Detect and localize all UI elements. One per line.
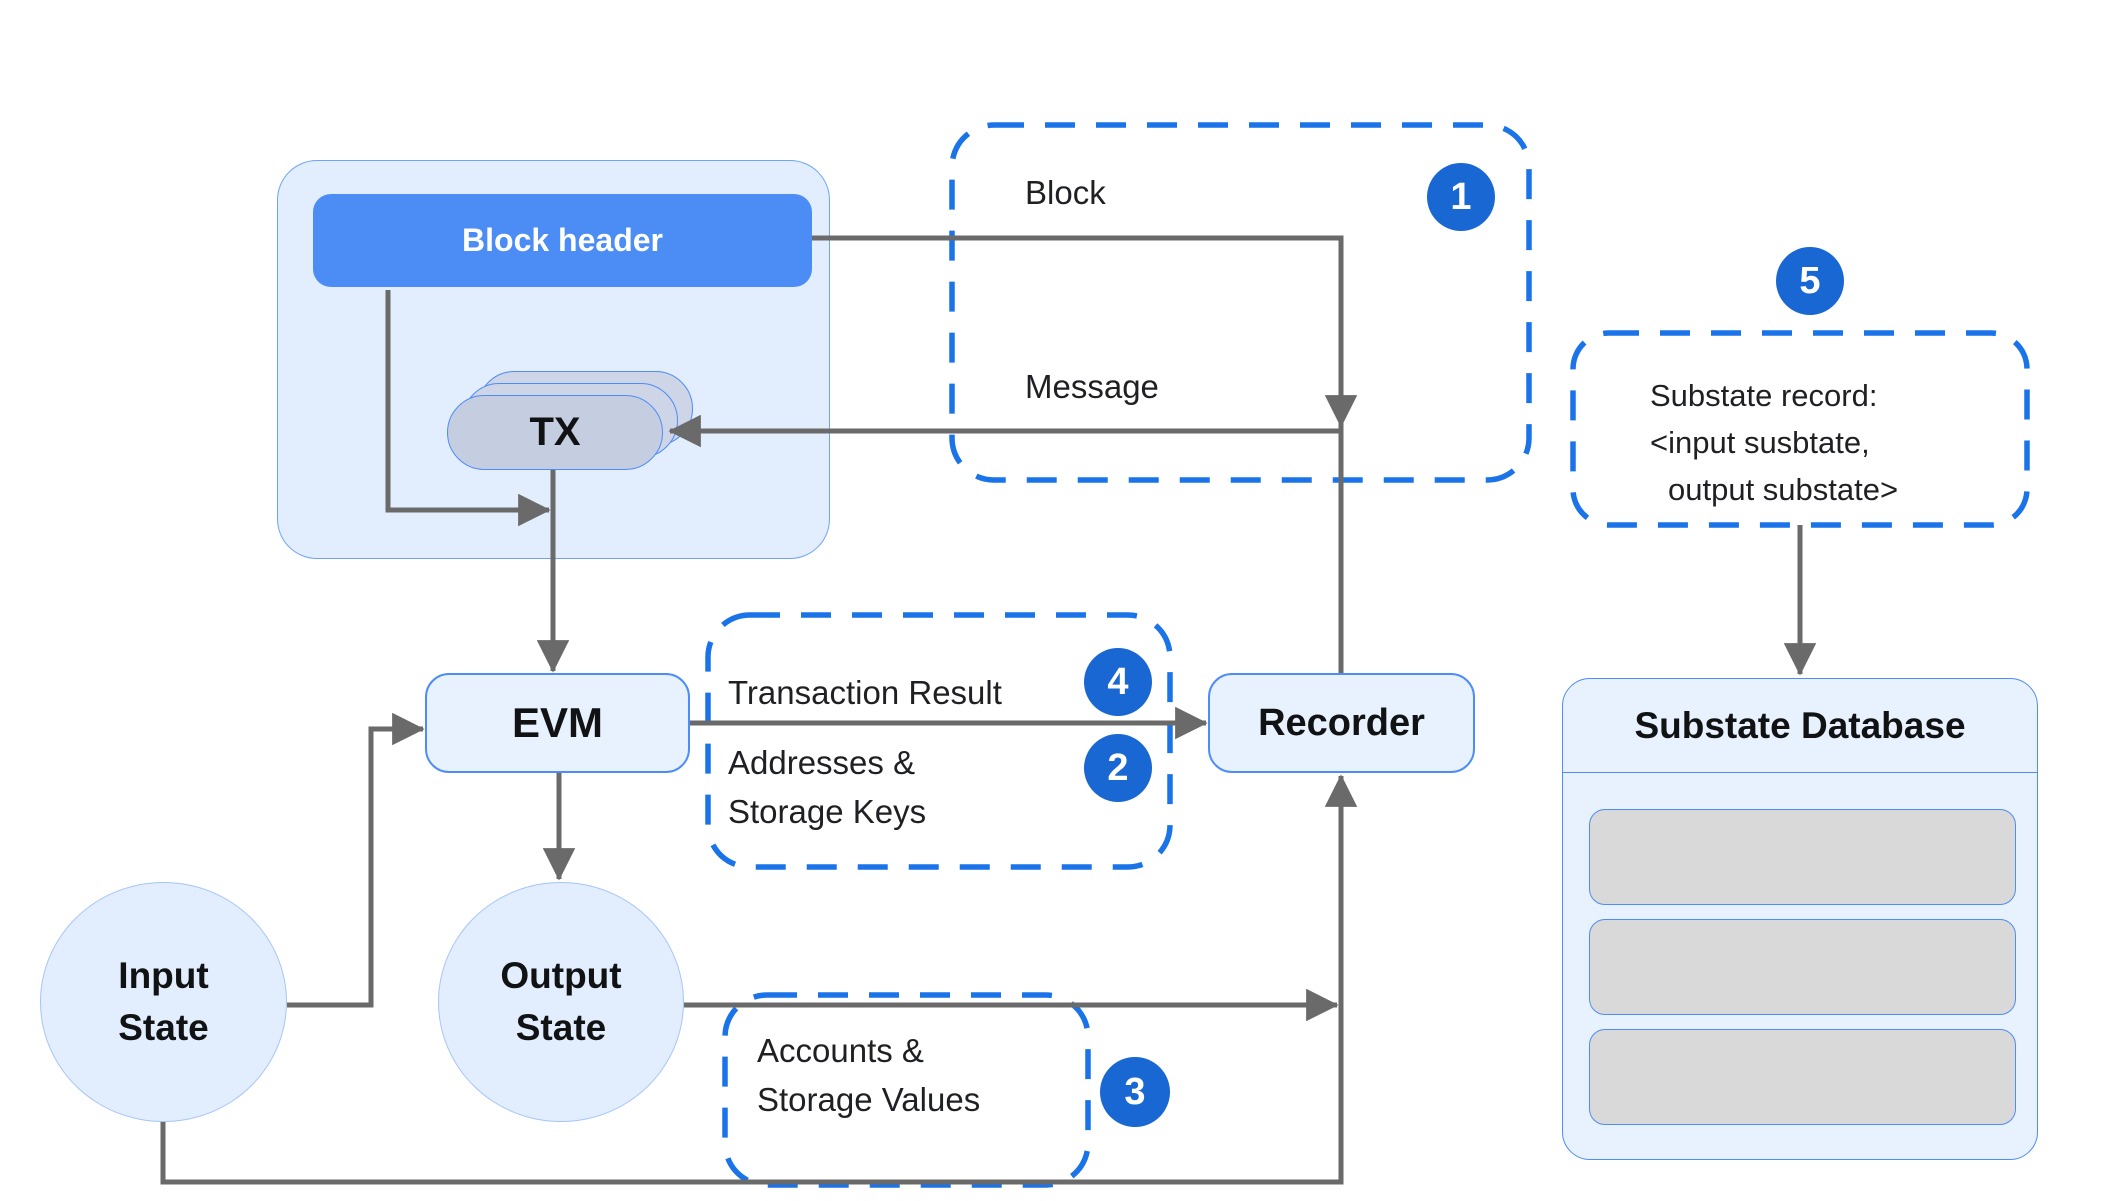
substate-record-label: Substate record: <input susbtate, output… bbox=[1650, 372, 1898, 513]
addresses-line: Addresses & bbox=[728, 744, 916, 781]
recorder-box: Recorder bbox=[1208, 673, 1475, 773]
recorder-label: Recorder bbox=[1258, 701, 1425, 744]
tx-label: TX bbox=[529, 410, 581, 454]
input-state-circle: Input State bbox=[40, 882, 287, 1122]
input-state-line1: Input bbox=[118, 955, 209, 996]
substate-db-row-2 bbox=[1589, 919, 2016, 1015]
arrow-input-state-to-evm bbox=[287, 712, 425, 1008]
addresses-storage-keys-label: Addresses & Storage Keys bbox=[728, 738, 926, 836]
substate-record-line1: Substate record: bbox=[1650, 378, 1878, 413]
output-state-circle: Output State bbox=[438, 882, 684, 1122]
substate-db-row-1 bbox=[1589, 809, 2016, 905]
substate-record-line2: <input susbtate, bbox=[1650, 425, 1870, 460]
arrow-block-to-junction bbox=[812, 235, 1358, 428]
block-flow-label: Block bbox=[1025, 174, 1106, 211]
substate-database-header: Substate Database bbox=[1563, 679, 2037, 773]
dashed-group-transaction-result bbox=[705, 612, 1173, 870]
output-state-line1: Output bbox=[500, 955, 622, 996]
arrow-input-state-to-recorder bbox=[160, 774, 1358, 1185]
step-badge-4: 4 bbox=[1084, 648, 1152, 716]
input-state-line2: State bbox=[118, 1007, 209, 1048]
dashed-group-block-message bbox=[949, 122, 1532, 483]
substate-db-row-3 bbox=[1589, 1029, 2016, 1125]
storage-values-line: Storage Values bbox=[757, 1081, 981, 1118]
output-state-line2: State bbox=[515, 1007, 607, 1048]
message-flow-label: Message bbox=[1025, 368, 1159, 405]
step-badge-2: 2 bbox=[1084, 734, 1152, 802]
substate-record-line3: output substate> bbox=[1668, 472, 1899, 507]
step-badge-5: 5 bbox=[1776, 247, 1844, 315]
accounts-line: Accounts & bbox=[757, 1032, 924, 1069]
transaction-result-label: Transaction Result bbox=[728, 674, 1002, 711]
block-header-label: Block header bbox=[462, 222, 663, 258]
accounts-storage-values-label: Accounts & Storage Values bbox=[757, 1026, 980, 1124]
substate-database-box: Substate Database bbox=[1562, 678, 2038, 1160]
tx-pill-front: TX bbox=[447, 395, 663, 470]
evm-box: EVM bbox=[425, 673, 690, 773]
evm-label: EVM bbox=[511, 699, 603, 746]
storage-keys-line: Storage Keys bbox=[728, 793, 927, 830]
step-badge-3: 3 bbox=[1100, 1057, 1170, 1127]
substate-database-label: Substate Database bbox=[1634, 704, 1966, 746]
block-header-box: Block header bbox=[313, 194, 812, 287]
step-badge-1: 1 bbox=[1427, 163, 1495, 231]
arrow-blockheader-to-tx-line bbox=[385, 290, 551, 527]
